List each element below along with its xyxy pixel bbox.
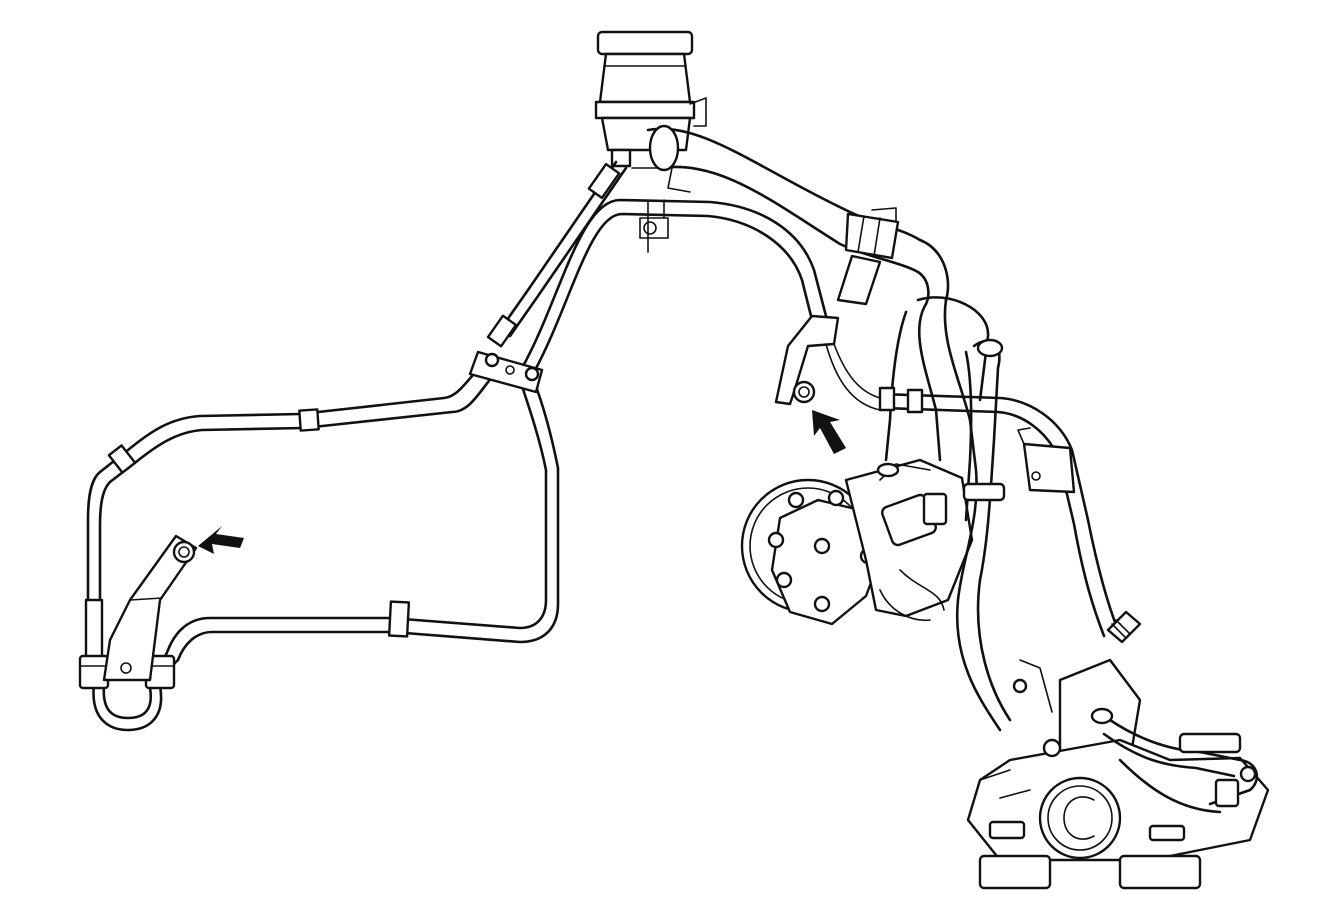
return-hose bbox=[646, 124, 950, 306]
line-clip bbox=[468, 350, 544, 394]
steering-gear bbox=[966, 658, 1270, 890]
pump-hoses bbox=[878, 296, 1142, 732]
cooler-mount-bolt-arrow-icon bbox=[198, 526, 244, 554]
bracket-bolt-arrow-icon bbox=[812, 410, 846, 454]
reservoir-supply-line bbox=[486, 160, 628, 348]
cooler-loop bbox=[78, 358, 560, 732]
pressure-tube bbox=[520, 198, 882, 411]
pump bbox=[740, 458, 974, 626]
